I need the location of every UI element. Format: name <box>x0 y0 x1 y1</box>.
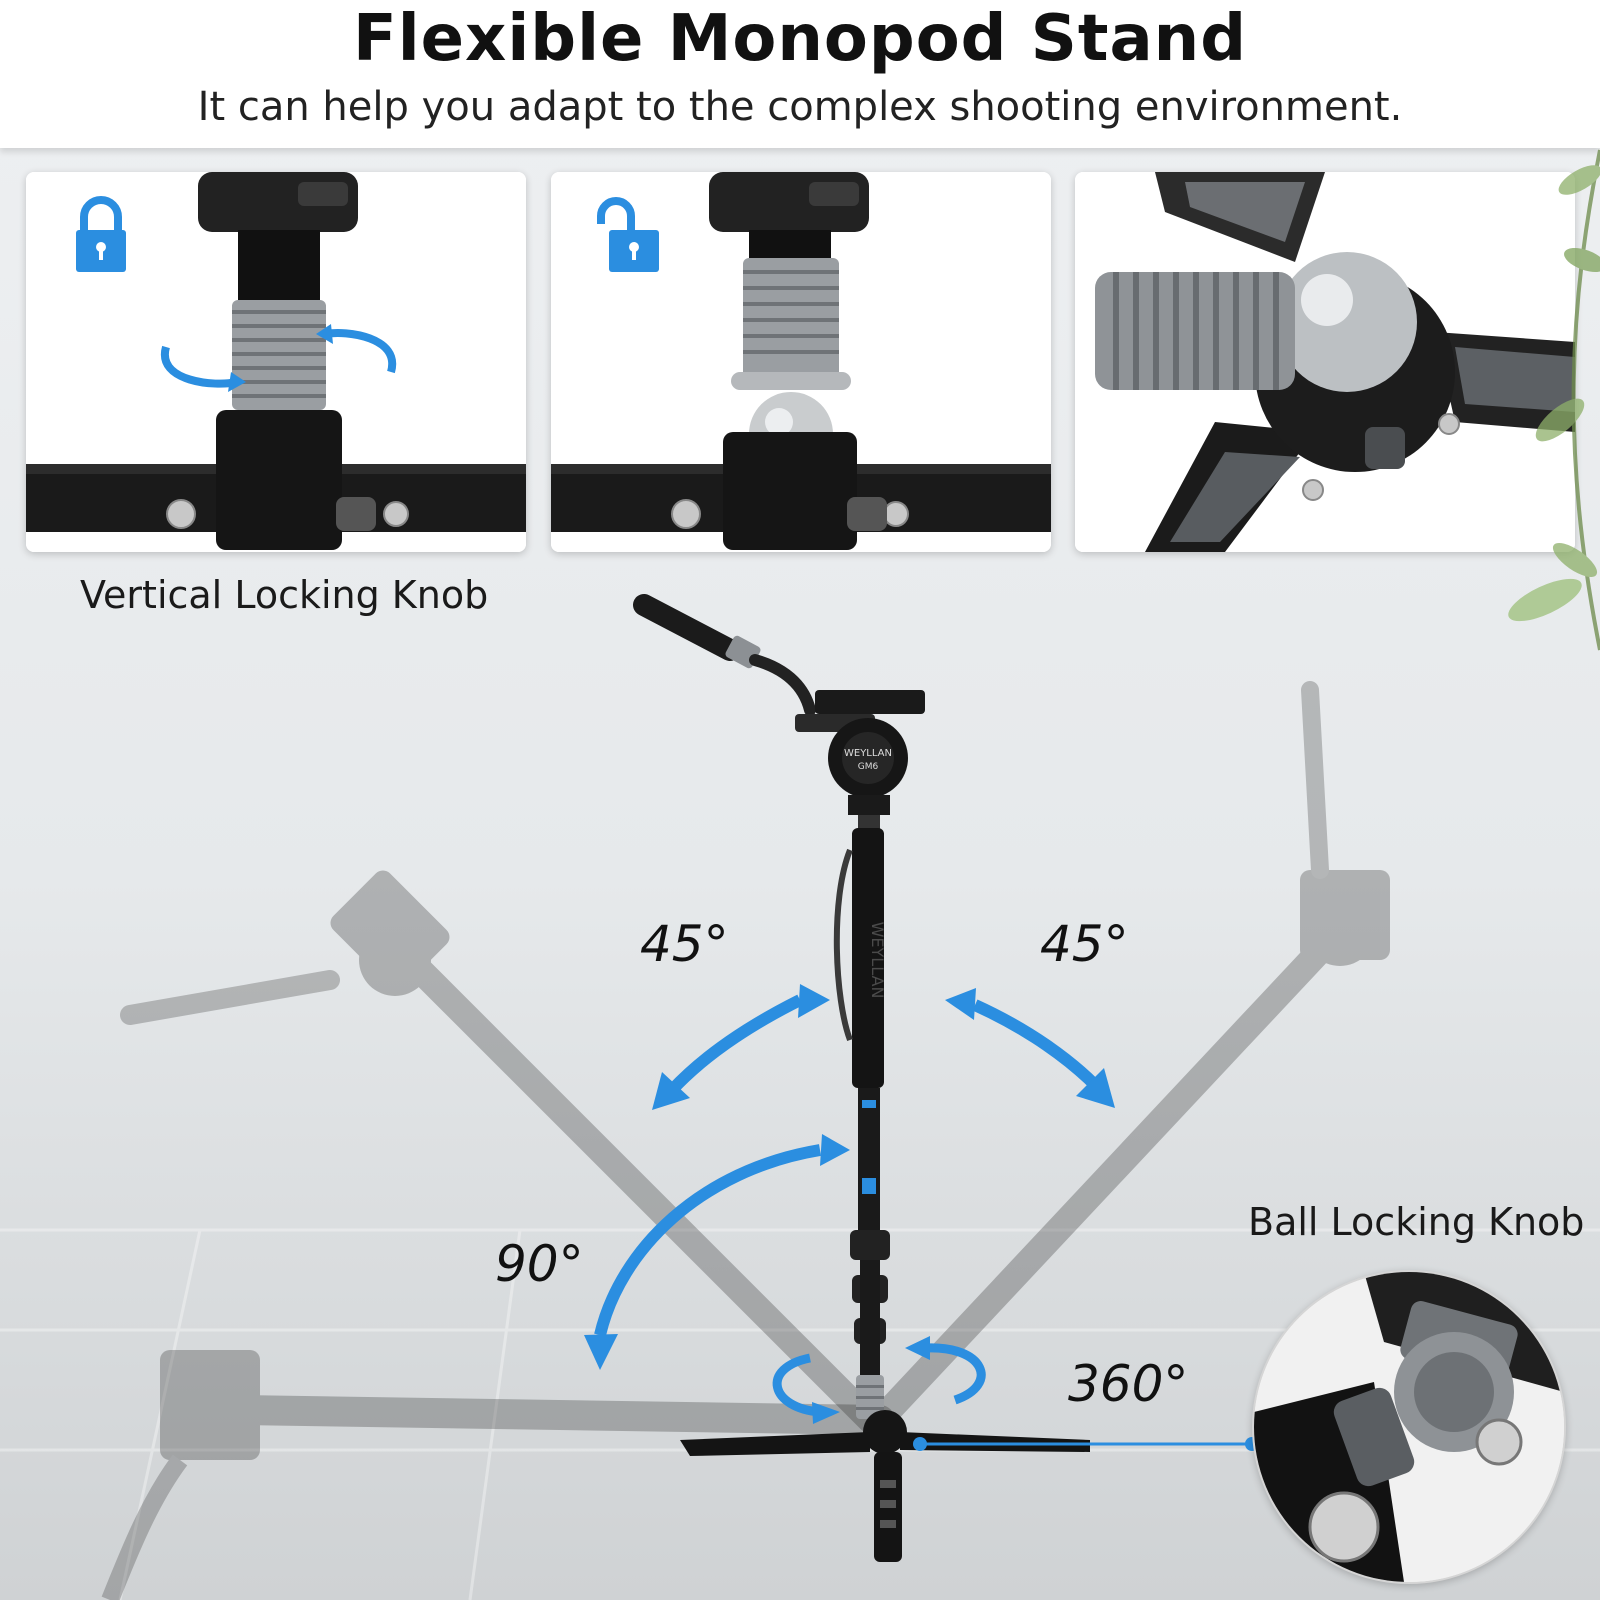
lock-open-icon <box>597 197 659 272</box>
ball-locking-knob-label: Ball Locking Knob <box>1248 1200 1585 1244</box>
angle-arrow-left-45-icon <box>652 984 830 1110</box>
rotation-label: 360° <box>1068 1355 1189 1413</box>
page-subtitle: It can help you adapt to the complex sho… <box>197 84 1403 130</box>
ball-knob-detail-inset <box>1252 1270 1566 1584</box>
plant-decoration <box>1508 149 1600 651</box>
column-brand-text: WEYLLAN <box>868 922 887 999</box>
monopod: WEYLLAN GM6 WEYLLAN <box>633 594 1090 1562</box>
ghost-monopod-left-45 <box>120 870 883 1433</box>
locked-view-panel <box>26 172 526 552</box>
angle-down-label: 90° <box>495 1235 584 1293</box>
callout-dot-start <box>913 1437 927 1451</box>
head-brand-text: WEYLLAN <box>844 748 892 759</box>
angle-right-label: 45° <box>1040 915 1129 973</box>
lock-closed-icon <box>76 196 126 272</box>
ghost-monopod-left-90 <box>101 1350 895 1600</box>
header-band: Flexible Monopod Stand It can help you a… <box>0 0 1600 148</box>
vertical-locking-knob-label: Vertical Locking Knob <box>80 573 489 617</box>
head-model-text: GM6 <box>858 762 879 772</box>
ghost-monopod-right-45 <box>867 681 1390 1433</box>
unlocked-view-panel <box>551 172 1051 552</box>
ball-joint-view-panel <box>1075 172 1575 552</box>
angle-arrow-right-45-icon <box>945 988 1115 1108</box>
rotation-arrows-icon <box>772 1343 986 1417</box>
angle-left-label: 45° <box>640 915 729 973</box>
angle-arrow-90-icon <box>584 1134 850 1370</box>
page-title: Flexible Monopod Stand <box>352 2 1248 76</box>
